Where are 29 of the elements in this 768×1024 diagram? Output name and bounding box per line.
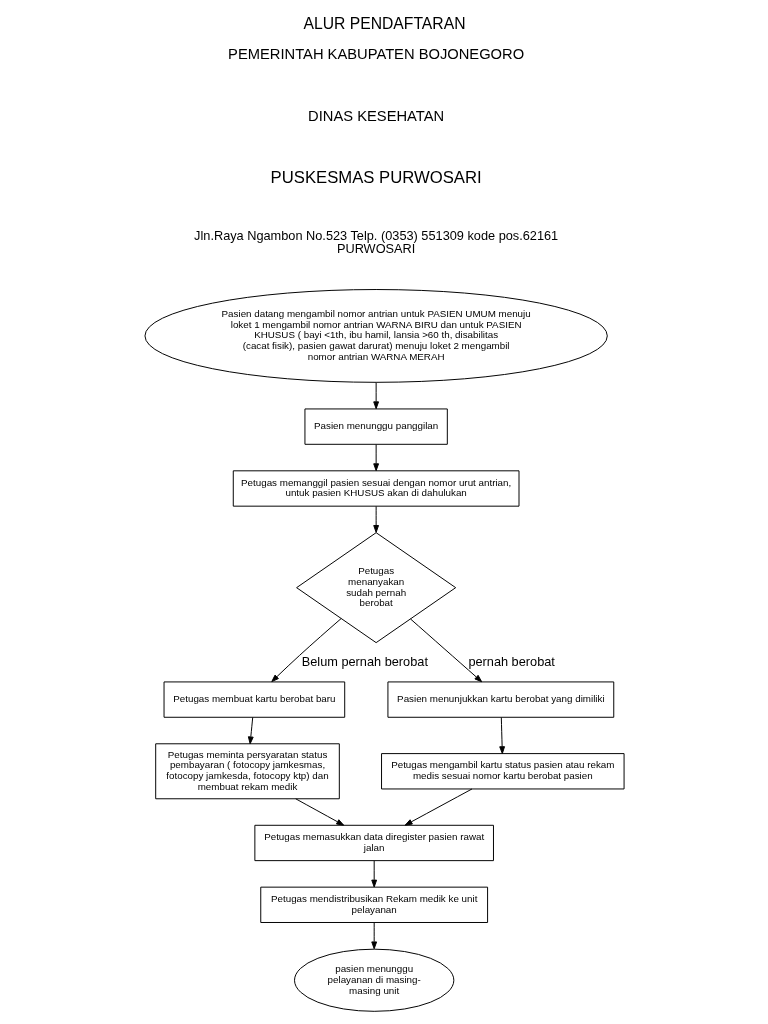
- arrow: [372, 505, 379, 533]
- node-box: Petugas membuat kartu berobat baru: [163, 681, 345, 718]
- node-box: Petugas mengambil kartu status pasien atau rekam medis sesuai nomor kartu berobat pasien: [380, 753, 625, 790]
- node-box: Pasien menunjukkan kartu berobat yang dimiliki: [386, 681, 614, 718]
- node-box: Petugas memanggil pasien sesuai dengan nomor urut antrian, untuk pasien KHUSUS akan di dahulukan: [232, 470, 519, 507]
- label: PEMERINTAH KABUPATEN BOJONEGORO: [227, 46, 524, 63]
- arrow: [294, 798, 344, 826]
- node-ellipse: Pasien datang mengambil nomor antrian untuk PASIEN UMUM menuju loket 1 mengambil nomor antrian WARNA BIRU dan untuk PASIEN KHUSUS ( bayi <1th, ibu hamil, lansia >60 th, disabilitas (cacat fisik), pasien gawat darurat) menuju loket 2 mengambil nomor antrian WARNA MERAH: [144, 289, 608, 383]
- arrow: [370, 922, 377, 950]
- arrow: [370, 860, 377, 888]
- node-diamond: Petugas menanyakan sudah pernah berobat: [295, 532, 456, 644]
- arrow: [247, 716, 254, 745]
- label: Jln.Raya Ngambon No.523 Telp. (0353) 551309 kode pos.62161 PURWOSARI: [193, 227, 558, 257]
- node-box: Petugas memasukkan data diregister pasien rawat jalan: [253, 824, 494, 862]
- arrow: [409, 618, 482, 683]
- arrow: [404, 788, 472, 826]
- edge-label: Belum pernah berobat: [301, 653, 428, 669]
- label: DINAS KESEHATAN: [307, 108, 444, 125]
- node-box: Petugas mendistribusikan Rekam medik ke unit pelayanan: [259, 886, 488, 923]
- arrow: [498, 716, 505, 755]
- arrow: [372, 382, 379, 410]
- label: PUSKESMAS PURWOSARI: [270, 168, 482, 188]
- diagram-title: ALUR PENDAFTARAN: [303, 15, 465, 32]
- node-box: Pasien menunggu panggilan: [303, 408, 448, 445]
- arrow: [372, 444, 379, 472]
- arrow: [270, 618, 342, 683]
- node-box: Petugas meminta persyaratan status pembayaran ( fotocopy jamkesmas, fotocopy jamkesda, fotocopy ktp) dan membuat rekam medik: [154, 743, 340, 800]
- edge-label: pernah berobat: [467, 653, 555, 669]
- node-ellipse: pasien menunggu pelayanan di masing-masing unit: [293, 948, 454, 1012]
